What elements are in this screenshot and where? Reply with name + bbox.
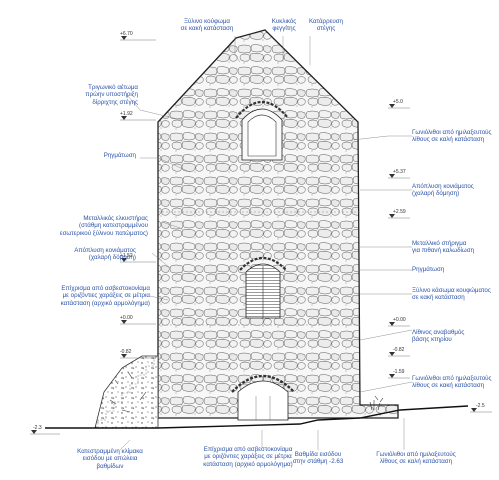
level-label: +0.00 xyxy=(393,317,406,323)
annotation-cornerstones-bottom: Γωνιόλιθοι από ημιλαξευτούς λίθους σε κα… xyxy=(376,451,456,466)
ground-line xyxy=(45,405,469,429)
annotation-cornerstones-upper: Γωνιόλιθοι από ημιλαξευτούς λίθους σε κα… xyxy=(412,129,492,144)
level-label: +1.52 xyxy=(120,253,133,259)
annotation-render-bottom: Επίχρισμα από ασβεστοκονίαμα με οριζόντι… xyxy=(203,446,293,468)
middle-window xyxy=(239,256,287,319)
annotation-mortar-left: Απόπλυση κονιάματος (χαλαρή δόμηση) xyxy=(74,247,136,262)
level-label: -0.82 xyxy=(120,349,132,355)
annotation-mortar-right: Απόπλυση κονιάματος (χαλαρή δόμηση) xyxy=(412,183,474,198)
entrance-door xyxy=(231,374,295,421)
annotation-metal-bracket: Μεταλλικό στήριγμα για πιθανή καλωδίωση xyxy=(412,240,475,255)
annotation-render-left: Επίχρισμα από ασβεστοκονίαμα με οριζόντι… xyxy=(60,285,150,307)
annotation-cornerstones-lower: Γωνιόλιθοι από ημιλαξευτούς λίθους σε κα… xyxy=(412,375,492,390)
level-label: +1.92 xyxy=(120,111,133,117)
annotation-stone-step: Λίθινος αναβαθμός βάσης κτηρίου xyxy=(412,329,465,344)
rubble-stair xyxy=(94,355,159,429)
annotation-crack-left: Ρηγμάτωση xyxy=(103,152,136,159)
annotation-metal-tie: Μεταλλικός ελκυστήρας (στάθμη κατεστραμμ… xyxy=(59,215,148,237)
leader-lines xyxy=(119,36,413,451)
level-label: +6.70 xyxy=(120,31,133,37)
annotation-crack-right: Ρηγμάτωση xyxy=(412,266,445,273)
building-outline xyxy=(157,29,399,419)
level-label: +0.00 xyxy=(120,315,133,321)
annotation-wood-frame: Ξύλινο κούφωμα σε κακή κατάσταση xyxy=(180,18,234,33)
level-label: -0.82 xyxy=(393,347,405,353)
level-label: -2.3 xyxy=(33,425,42,431)
annotation-circular-window: Κυκλικός φεγγίτης xyxy=(271,18,297,33)
upper-window xyxy=(235,101,289,161)
annotation-entrance-step: Βαθμίδα εισόδου στην στάθμη -2.63 xyxy=(292,451,344,466)
level-label: -2.5 xyxy=(476,403,485,409)
level-label: +5.37 xyxy=(393,169,406,175)
level-label: +5.0 xyxy=(393,99,403,105)
level-label: +2.59 xyxy=(393,209,406,215)
annotation-roof-collapse: Κατάρρευση στέγης xyxy=(308,18,344,33)
annotation-wood-casing: Ξύλινο κάσωμα κουφώματος σε κακή κατάστα… xyxy=(412,287,491,302)
level-label: -1.59 xyxy=(393,369,405,375)
annotation-pediment: Τριγωνικό αέτωμα πρώην υποστήριξη δίρριχ… xyxy=(85,84,138,106)
annotation-damaged-stair: Κατεστραμμένη κλίμακα εισόδου με απώλεια… xyxy=(77,448,143,470)
